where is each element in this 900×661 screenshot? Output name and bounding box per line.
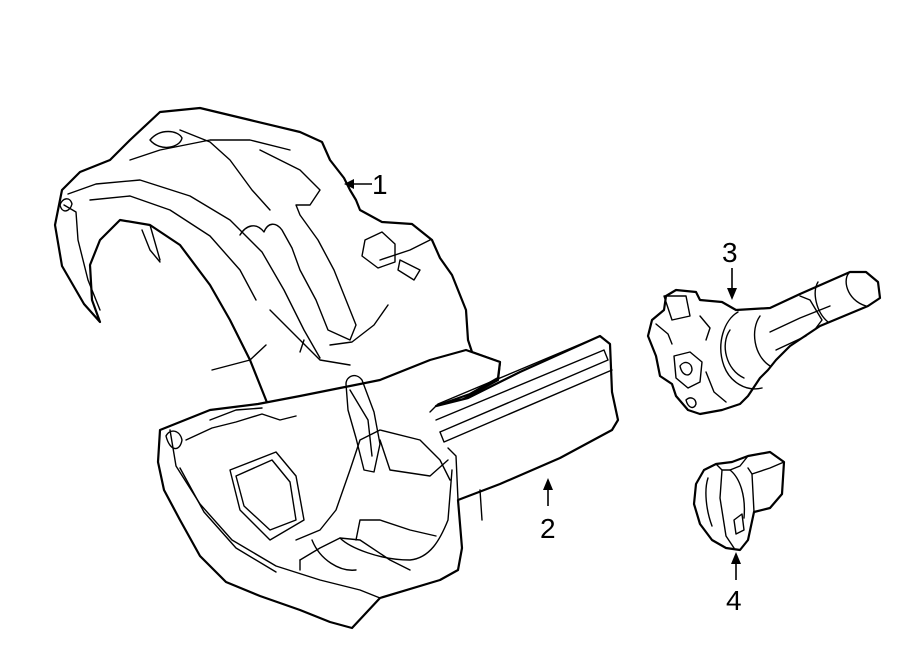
callout-4-arrowhead xyxy=(731,552,741,564)
callout-3-label: 3 xyxy=(722,237,738,268)
callout-2: 2 xyxy=(540,478,556,544)
callout-4-label: 4 xyxy=(726,585,742,616)
lower-shroud-part[interactable] xyxy=(156,334,620,630)
callout-4: 4 xyxy=(726,552,742,616)
lock-cylinder-part[interactable] xyxy=(692,450,786,552)
callout-3-arrowhead xyxy=(727,288,737,300)
callout-1-label: 1 xyxy=(372,169,388,200)
combination-switch-part[interactable] xyxy=(646,270,882,416)
callout-2-arrowhead xyxy=(543,478,553,490)
callout-2-label: 2 xyxy=(540,513,556,544)
callout-1-arrowhead xyxy=(344,179,354,189)
callout-1: 1 xyxy=(344,169,388,200)
callout-3: 3 xyxy=(722,237,738,300)
